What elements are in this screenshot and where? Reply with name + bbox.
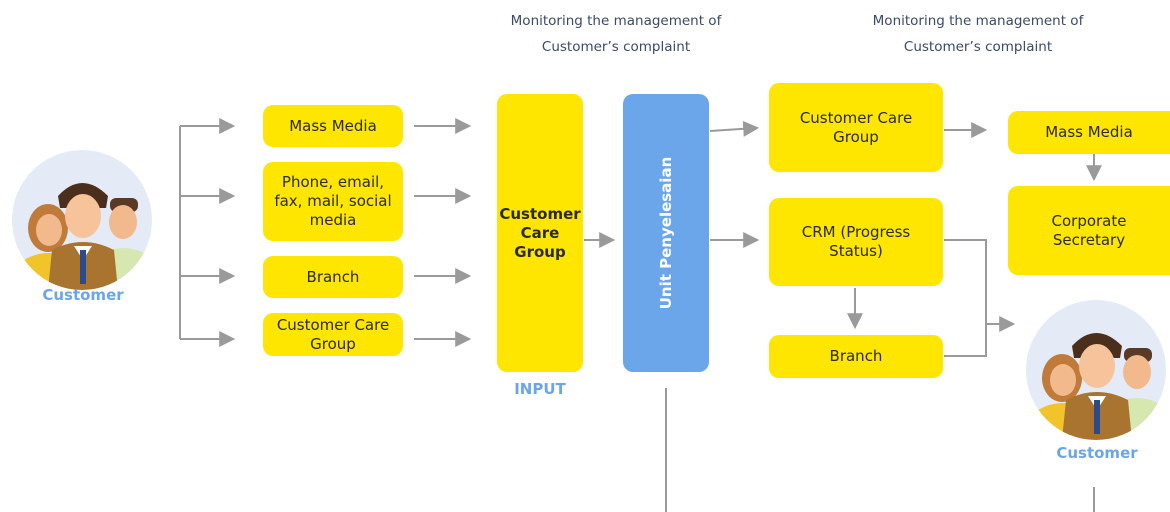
customer-group-icon	[1026, 300, 1166, 440]
channel-customer-care-group: Customer Care Group	[263, 313, 403, 356]
channel-branch: Branch	[263, 256, 403, 298]
channel-mass-media: Mass Media	[263, 105, 403, 147]
input-customer-care-group: Customer Care Group	[497, 94, 583, 372]
note-left-line-2: Customer’s complaint	[541, 39, 691, 55]
unit-penyelesaian-label: Unit Penyelesaian	[657, 156, 675, 310]
customer-right-label: Customer	[1056, 444, 1138, 462]
customer-avatar-left	[12, 150, 154, 290]
output-customer-care-group: Customer Care Group	[769, 83, 943, 172]
customer-group-icon	[12, 150, 152, 290]
output-mass-media: Mass Media	[1008, 111, 1170, 154]
output-corporate-secretary: Corporate Secretary	[1008, 186, 1170, 275]
note-right-line-2: Customer’s complaint	[903, 39, 1053, 55]
customer-avatar-right	[1026, 300, 1168, 440]
customer-left-label: Customer	[42, 286, 124, 304]
output-crm-progress-status: CRM (Progress Status)	[769, 198, 943, 286]
output-branch: Branch	[769, 335, 943, 378]
note-left-line-1: Monitoring the management of	[510, 13, 722, 29]
unit-penyelesaian-box: Unit Penyelesaian	[623, 94, 709, 372]
monitoring-note-right: Monitoring the management of Customer’s …	[842, 8, 1114, 60]
arrow-unit-ccg	[709, 120, 760, 137]
bracket-right	[944, 239, 987, 357]
monitoring-note-left: Monitoring the management of Customer’s …	[480, 8, 752, 60]
channel-phone-email: Phone, email, fax, mail, social media	[263, 162, 403, 241]
input-caption: INPUT	[514, 380, 566, 398]
note-right-line-1: Monitoring the management of	[872, 13, 1084, 29]
